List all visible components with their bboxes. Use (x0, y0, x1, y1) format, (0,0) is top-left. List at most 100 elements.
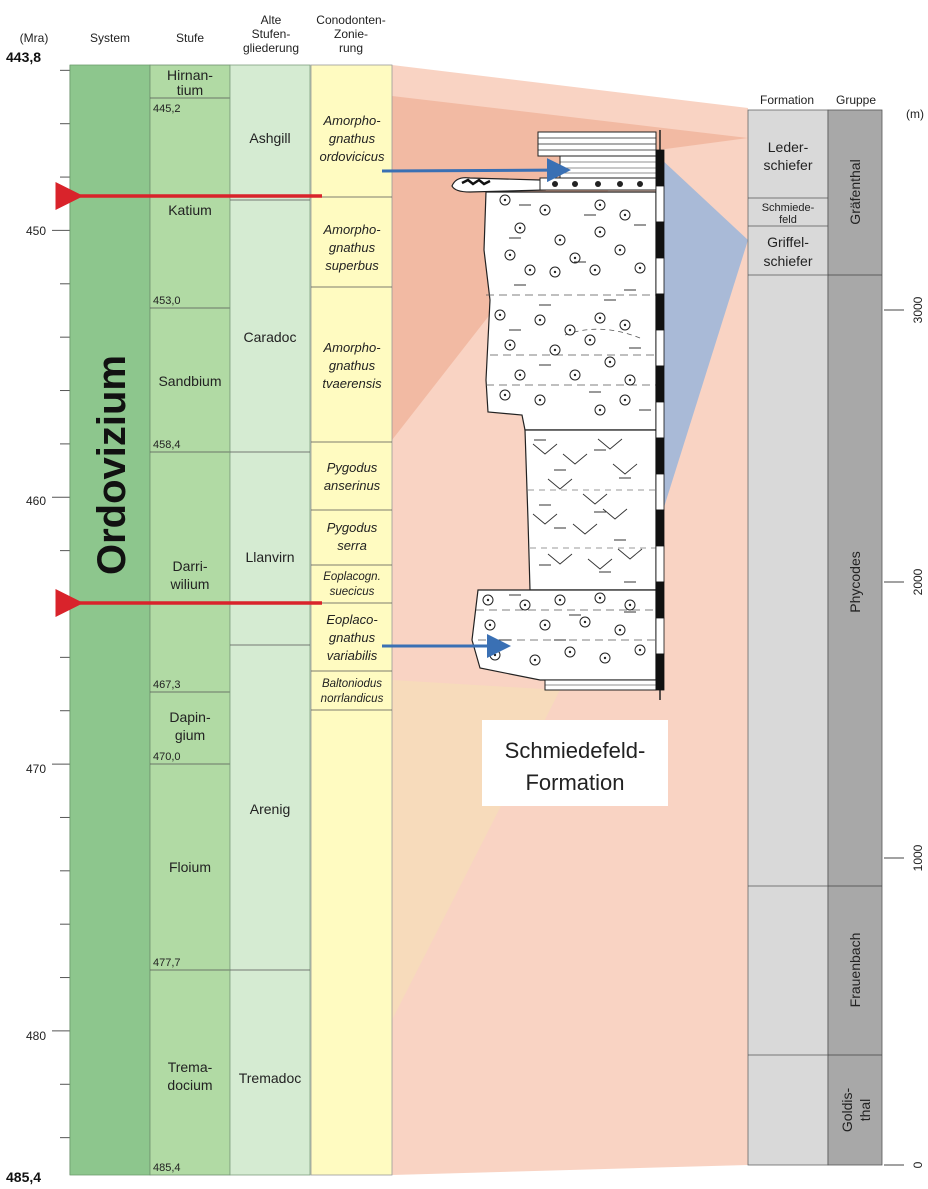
header-formation: Formation (760, 93, 814, 107)
stufe-katium: Katium (168, 202, 212, 218)
scale-block (655, 509, 665, 547)
stufe-floium: Floium (169, 859, 211, 875)
gruppe-goldisthal-2: thal (857, 1099, 873, 1122)
header-conodonten-2: Zonie- (334, 27, 368, 41)
scale-block (655, 437, 665, 475)
ooid-dot (486, 598, 490, 602)
alte-llanvirn: Llanvirn (245, 549, 294, 565)
header-meters: (m) (906, 107, 924, 121)
callout-line-1: Schmiedefeld- (505, 738, 646, 763)
ooid-dot (598, 316, 602, 320)
ooid-dot (618, 248, 622, 252)
lithology-section (451, 130, 665, 700)
scale-block (655, 545, 665, 583)
stufe-dapingium-2: gium (175, 727, 205, 743)
upper-shale-layers (537, 131, 657, 179)
zone-ordovicicus-3: ordovicicus (319, 149, 385, 164)
scale-block (655, 365, 665, 403)
ooid-dot (558, 598, 562, 602)
zone-suecicus-2: suecicus (330, 586, 375, 598)
zone-variabilis-2: gnathus (329, 630, 376, 645)
zone-anserinus-1: Pygodus (327, 460, 378, 475)
ooid-dot (598, 203, 602, 207)
ooid-dot (523, 603, 527, 607)
header-alte-2: Stufen- (252, 27, 291, 41)
arrows (55, 158, 571, 658)
ooid-dot (638, 266, 642, 270)
ooid-symbols (482, 194, 646, 666)
stufe-age-467-3: 467,3 (153, 679, 181, 691)
scale-block (655, 653, 665, 691)
ooid-dot (508, 343, 512, 347)
zone-tvaerensis-1: Amorpho- (322, 340, 381, 355)
callout-line-2: Formation (525, 770, 624, 795)
zone-serra-1: Pygodus (327, 520, 378, 535)
meter-label-3000: 3000 (911, 296, 925, 323)
ooid-dot (623, 398, 627, 402)
ooid-dot (528, 268, 532, 272)
stufe-age-477-7: 477,7 (153, 957, 181, 969)
header-conodonten-3: rung (339, 41, 363, 55)
ooid-dot (583, 620, 587, 624)
zone-suecicus-1: Eoplacogn. (323, 571, 381, 583)
chevron-mark (602, 508, 628, 520)
ooid-dot (508, 253, 512, 257)
ooid-dot (518, 226, 522, 230)
ooid-dot (543, 623, 547, 627)
section-scale-bar (655, 149, 665, 691)
ooid-dot (598, 596, 602, 600)
chevron-mark (587, 558, 613, 570)
ooid-dot (553, 270, 557, 274)
system-column: Ordovizium (69, 64, 151, 1176)
ooid-dot (543, 208, 547, 212)
stufe-dapingium-1: Dapin- (169, 709, 211, 725)
time-axis: 443,8 485,4 450 460 470 480 (6, 49, 71, 1185)
ooid-dot (608, 360, 612, 364)
formation-griffelschiefer-1: Griffel- (767, 234, 809, 250)
zone-ordovicicus-1: Amorpho- (322, 113, 381, 128)
system-name: Ordovizium (90, 355, 134, 575)
ooid-dot (568, 328, 572, 332)
ooid-dot (618, 628, 622, 632)
header-alte-1: Alte (261, 13, 282, 27)
gruppe-column: Gräfenthal Phycodes Frauenbach Goldis- t… (827, 109, 883, 1166)
gruppe-phycodes: Phycodes (847, 551, 863, 612)
time-ticks (52, 69, 70, 1139)
ooid-dot (593, 268, 597, 272)
ooid-dot (553, 348, 557, 352)
meter-axis: 3000 2000 1000 0 (884, 296, 925, 1168)
alte-arenig: Arenig (250, 801, 290, 817)
alte-tremadoc: Tremadoc (239, 1070, 302, 1086)
chevron-mark (582, 493, 608, 505)
ooid-dot (573, 373, 577, 377)
zone-anserinus-2: anserinus (324, 478, 381, 493)
zone-superbus-3: superbus (325, 258, 379, 273)
ooid-dot (498, 313, 502, 317)
formation-schmiedefeld-2: feld (779, 214, 797, 226)
scale-block (655, 401, 665, 439)
scale-block (655, 581, 665, 619)
formation-lederschiefer-1: Leder- (768, 139, 809, 155)
zone-tvaerensis-3: tvaerensis (322, 376, 382, 391)
zone-serra-2: serra (337, 538, 367, 553)
blue-arrow-upper (381, 158, 571, 183)
zone-variabilis-1: Eoplaco- (326, 612, 378, 627)
formation-schmiedefeld-1: Schmiede- (762, 202, 815, 214)
ooid-dot (573, 256, 577, 260)
zone-tvaerensis-2: gnathus (329, 358, 376, 373)
chevron-mark (547, 478, 573, 490)
chevron-mark (532, 513, 558, 525)
scale-block (655, 149, 665, 187)
zone-superbus-2: gnathus (329, 240, 376, 255)
gruppe-goldisthal-1: Goldis- (839, 1087, 855, 1132)
formation-column: Leder- schiefer Schmiede- feld Griffel- … (747, 109, 829, 1166)
chevron-mark (597, 438, 623, 450)
ooid-dot (518, 373, 522, 377)
ooid-dot (503, 393, 507, 397)
time-label-480: 480 (26, 1029, 46, 1043)
time-label-460: 460 (26, 494, 46, 508)
zone-variabilis-3: variabilis (327, 648, 378, 663)
header-alte-3: gliederung (243, 41, 299, 55)
zone-norrlandicus-2: norrlandicus (321, 693, 384, 705)
fan-schmiedefeld-blue (660, 158, 748, 520)
